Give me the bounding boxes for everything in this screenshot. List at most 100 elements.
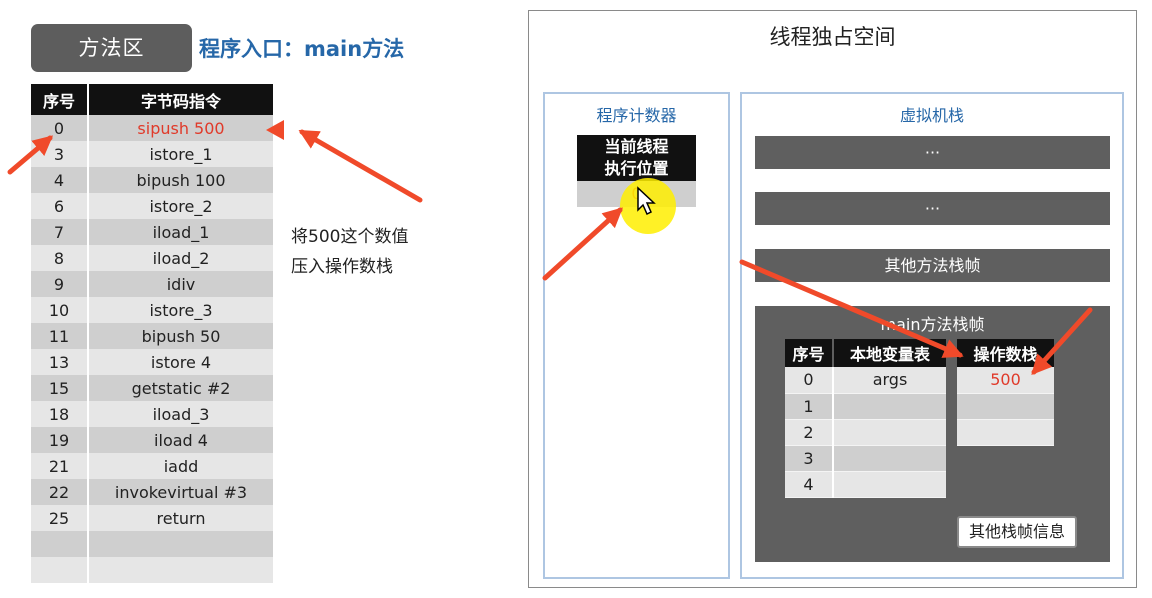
bytecode-row [31, 557, 273, 583]
local-var-slot: 0 [785, 367, 834, 394]
method-area-title: 方法区 [31, 24, 192, 72]
bytecode-index: 11 [31, 323, 89, 349]
local-var-row: 2 [785, 419, 946, 446]
bytecode-instruction [88, 531, 273, 557]
local-var-slot: 4 [785, 471, 834, 498]
annotation-line: 将500这个数值 [291, 227, 409, 247]
bytecode-instruction: return [88, 505, 273, 531]
arrow-to-operand-value [1031, 307, 1093, 375]
annotation-line: 压入操作数栈 [291, 257, 393, 277]
local-var-slot: 2 [785, 419, 834, 446]
bytecode-instruction: idiv [88, 271, 273, 297]
local-var-header-slot: 序号 [785, 339, 834, 367]
bytecode-index: 19 [31, 427, 89, 453]
bytecode-index: 22 [31, 479, 89, 505]
bytecode-header-index: 序号 [31, 84, 89, 115]
bytecode-instruction: istore_2 [88, 193, 273, 219]
local-var-value [833, 393, 946, 420]
bytecode-index: 21 [31, 453, 89, 479]
vm-stack-box: 虚拟机栈 [740, 92, 1124, 579]
bytecode-index: 13 [31, 349, 89, 375]
bytecode-instruction: istore_1 [88, 141, 273, 167]
local-var-slot: 3 [785, 445, 834, 472]
bytecode-instruction: istore 4 [88, 349, 273, 375]
local-var-slot: 1 [785, 393, 834, 420]
bytecode-instruction: iload_2 [88, 245, 273, 271]
bytecode-instruction: bipush 100 [88, 167, 273, 193]
bytecode-index: 6 [31, 193, 89, 219]
operand-stack-value [957, 419, 1054, 446]
bytecode-instruction: iload_3 [88, 401, 273, 427]
bytecode-index [31, 557, 89, 583]
pc-header-line: 执行位置 [604, 159, 669, 178]
bytecode-index: 10 [31, 297, 89, 323]
local-var-header-value: 本地变量表 [833, 339, 946, 367]
arrow-to-operand-stack [739, 259, 964, 358]
bytecode-header-instruction: 字节码指令 [88, 84, 273, 115]
local-var-value [833, 445, 946, 472]
stack-frame-bar: 其他方法栈帧 [755, 249, 1110, 282]
operand-stack-row [957, 419, 1054, 446]
bytecode-instruction: invokevirtual #3 [88, 479, 273, 505]
pointer-triangle [266, 120, 284, 140]
bytecode-instruction: sipush 500 [88, 115, 273, 141]
bytecode-index: 8 [31, 245, 89, 271]
bytecode-instruction [88, 557, 273, 583]
entry-point-note: 程序入口：main方法 [199, 37, 405, 61]
arrow-to-instruction [298, 129, 423, 203]
local-var-value [833, 471, 946, 498]
bytecode-instruction: bipush 50 [88, 323, 273, 349]
arrow-to-pc-value [542, 207, 623, 281]
bytecode-index: 7 [31, 219, 89, 245]
local-var-row: 3 [785, 445, 946, 472]
pc-header-line: 当前线程 [604, 137, 669, 156]
operand-stack-row [957, 393, 1054, 420]
bytecode-index: 25 [31, 505, 89, 531]
program-counter-title: 程序计数器 [596, 106, 677, 125]
stack-frame-bar: ··· [755, 192, 1110, 225]
local-var-row: 1 [785, 393, 946, 420]
bytecode-index: 9 [31, 271, 89, 297]
other-frame-info: 其他栈帧信息 [957, 516, 1077, 548]
bytecode-instruction: istore_3 [88, 297, 273, 323]
thread-space-title: 线程独占空间 [769, 25, 896, 49]
bytecode-index [31, 531, 89, 557]
vm-stack-title: 虚拟机栈 [899, 106, 964, 125]
stack-frame-bar: ··· [755, 136, 1110, 169]
annotation-text: 将500这个数值 压入操作数栈 [291, 222, 451, 282]
operand-stack-value [957, 393, 1054, 420]
move-cursor-icon [637, 186, 656, 216]
local-var-value [833, 419, 946, 446]
bytecode-instruction: iload 4 [88, 427, 273, 453]
program-counter-box: 程序计数器 [543, 92, 730, 579]
bytecode-index: 18 [31, 401, 89, 427]
program-counter-header: 当前线程 执行位置 [577, 135, 696, 181]
local-var-row: 4 [785, 471, 946, 498]
bytecode-index: 4 [31, 167, 89, 193]
bytecode-instruction: iload_1 [88, 219, 273, 245]
bytecode-row [31, 531, 273, 557]
bytecode-instruction: iadd [88, 453, 273, 479]
bytecode-instruction: getstatic #2 [88, 375, 273, 401]
bytecode-index: 0 [31, 115, 89, 141]
bytecode-index: 15 [31, 375, 89, 401]
